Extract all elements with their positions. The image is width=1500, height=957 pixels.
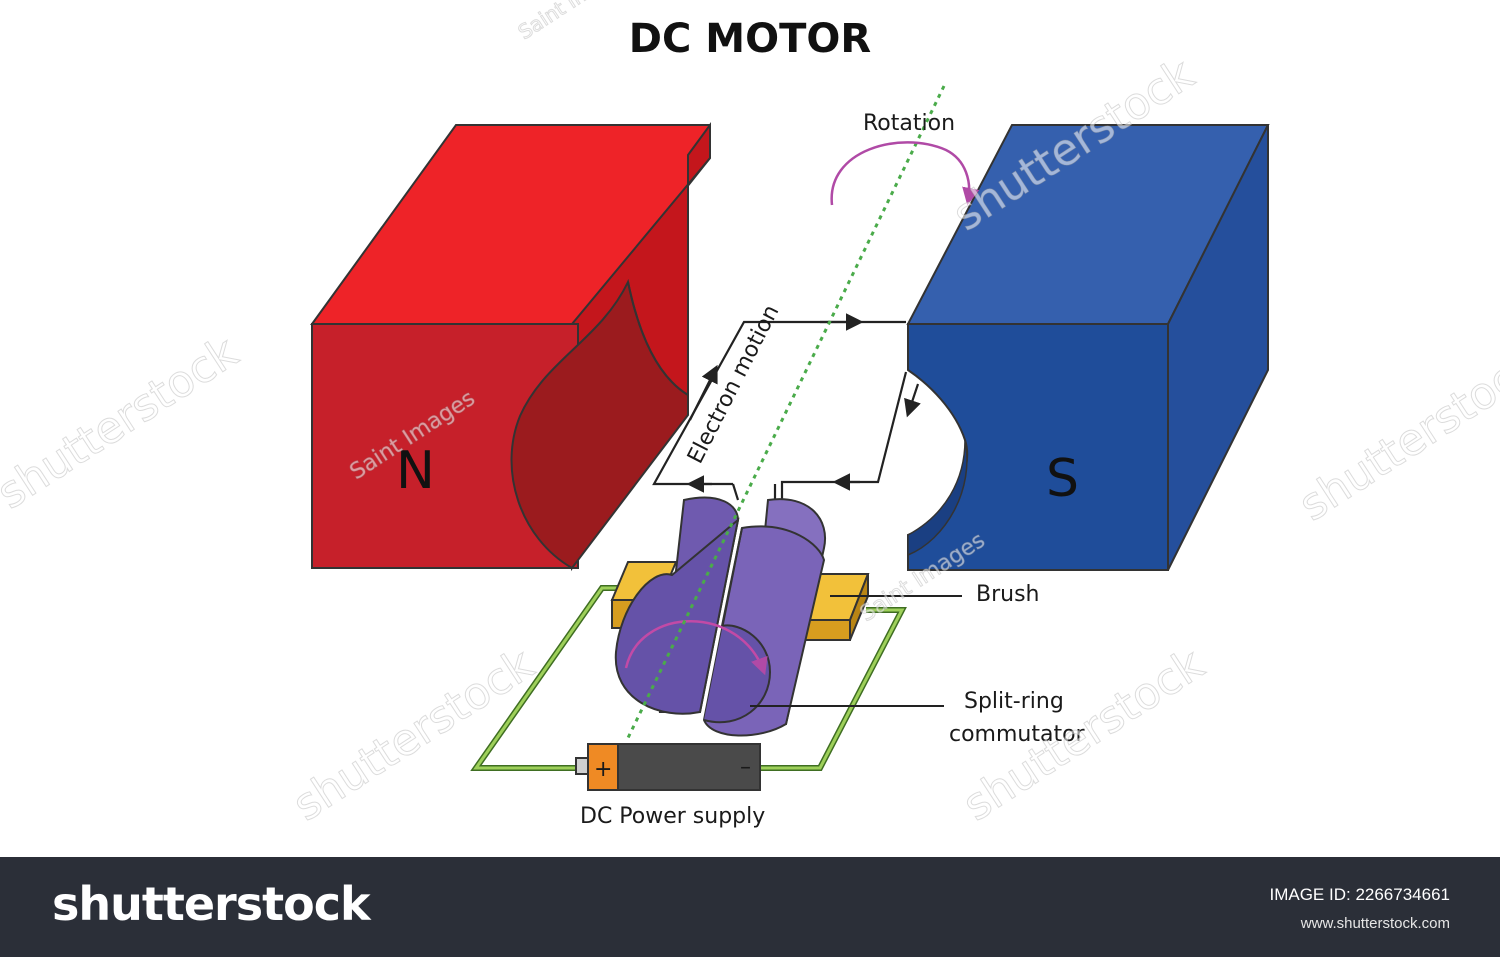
- brush-label: Brush: [976, 582, 1040, 607]
- electron-motion-label: Electron motion: [683, 301, 784, 468]
- south-pole-label: S: [1046, 449, 1079, 509]
- battery-minus-label: –: [740, 755, 751, 780]
- watermark-stock: shutterstock: [284, 638, 543, 831]
- north-pole-label: N: [396, 441, 435, 501]
- commutator-label-line2: commutator: [949, 722, 1086, 747]
- footer-url[interactable]: www.shutterstock.com: [1300, 915, 1450, 932]
- north-magnet: [310, 121, 711, 572]
- dc-battery: [575, 743, 761, 791]
- watermark-stock: shutterstock: [0, 326, 247, 519]
- south-magnet: [906, 124, 1270, 571]
- commutator-label-line1: Split-ring: [964, 689, 1064, 714]
- rotation-arrow: [830, 141, 980, 206]
- electron-direction-arrows: [686, 313, 921, 493]
- page-title: DC MOTOR: [629, 16, 871, 62]
- commutator-rotation-arrow: [624, 620, 768, 676]
- power-supply-label: DC Power supply: [580, 804, 765, 829]
- watermark-stock: shutterstock: [1290, 338, 1500, 531]
- battery-plus-label: +: [594, 757, 612, 782]
- footer-logo: shutterstock: [52, 877, 371, 931]
- image-id: IMAGE ID: 2266734661: [1269, 885, 1450, 904]
- rotation-label: Rotation: [863, 111, 955, 136]
- split-ring-commutator: [614, 496, 826, 737]
- footer-bar: shutterstock IMAGE ID: 2266734661 www.sh…: [0, 857, 1500, 957]
- watermark-author: Saint Images: [514, 0, 636, 44]
- armature-loop: [652, 320, 908, 501]
